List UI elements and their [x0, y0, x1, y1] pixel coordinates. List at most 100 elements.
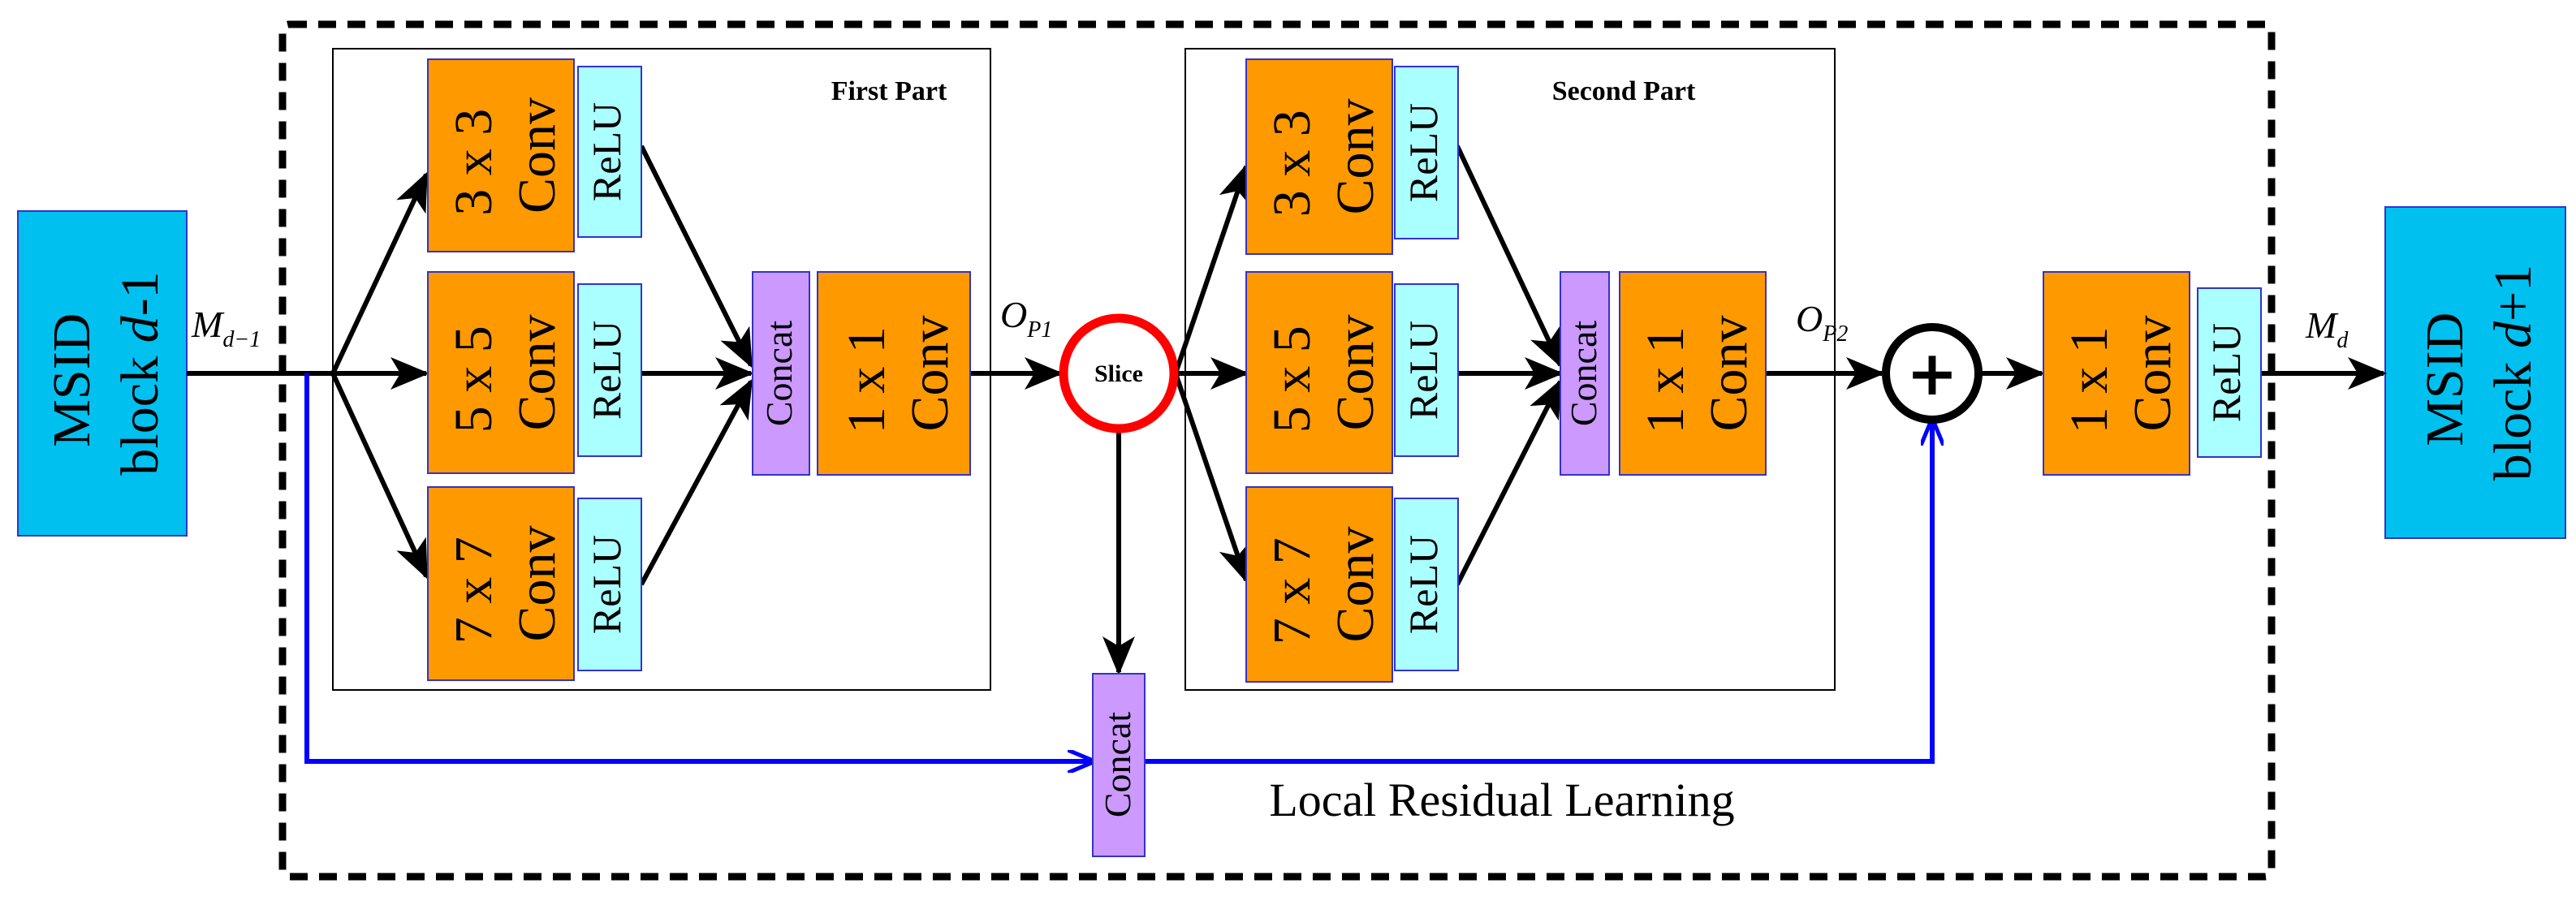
fp-conv-1x1-label: Conv — [900, 315, 960, 431]
fp-fuse: Concat 1 x 1 Conv — [752, 271, 971, 476]
first-part-title: First Part — [831, 76, 947, 106]
fp-concat: Concat — [758, 321, 800, 427]
fp-relu-3-box — [577, 498, 642, 671]
final-conv-size: 1 x 1 — [2060, 326, 2119, 433]
connections — [187, 144, 2387, 675]
msid-output-prefix: block — [2483, 348, 2543, 481]
fp-conv-1x1-text: 1 x 1 Conv — [837, 313, 960, 434]
sp-conv-5x5: 5 x 5 Conv ReLU — [1245, 271, 1459, 474]
second-part-title: Second Part — [1552, 76, 1696, 106]
residual-label: Local Residual Learning — [1269, 774, 1734, 826]
fp-conv-3x3-box — [427, 58, 575, 252]
sp-relu-2-box — [1394, 283, 1459, 457]
fp-conv-3x3-size: 3 x 3 — [444, 109, 503, 216]
final-relu: ReLU — [2203, 323, 2249, 422]
sp-conv-7x7-text: 7 x 7 Conv — [1262, 524, 1385, 645]
fp-conv-1x1-size: 1 x 1 — [837, 326, 896, 433]
msid-output-var: d — [2483, 321, 2543, 348]
sp-concat: Concat — [1563, 321, 1604, 427]
msid-input-suffix: -1 — [110, 271, 170, 316]
msid-block-boundary — [278, 20, 2276, 881]
sp-merge-top — [1455, 144, 1563, 369]
msid-input-prefix: block — [110, 343, 170, 475]
sp-relu-2: ReLU — [1400, 321, 1446, 420]
fp-conv-7x7-label: Conv — [507, 525, 567, 641]
residual-to-sum — [1145, 420, 1932, 764]
msid-input-box — [17, 210, 188, 537]
sum-node: + — [1882, 323, 1983, 424]
fp-relu-2: ReLU — [584, 321, 629, 420]
residual-to-concat — [304, 373, 1093, 761]
fp-conv-5x5-size: 5 x 5 — [444, 325, 503, 433]
fp-conv-7x7: 7 x 7 Conv ReLU — [427, 486, 642, 681]
msid-output-line1: MSID — [2415, 313, 2475, 446]
final-conv-text: 1 x 1 Conv — [2060, 313, 2182, 434]
fp-conv-3x3: 3 x 3 Conv ReLU — [427, 58, 642, 252]
fp-conv-5x5-text: 5 x 5 Conv — [444, 313, 567, 433]
sp-branch-3x3 — [1173, 163, 1250, 374]
sum-symbol: + — [1906, 337, 1958, 409]
sp-merge-bot — [1455, 378, 1563, 586]
final-conv-box — [2043, 271, 2190, 476]
msid-input-text: MSID block d-1 — [42, 271, 170, 475]
signal-m-in: Md−1 — [191, 304, 261, 352]
fp-conv-3x3-label: Conv — [507, 97, 567, 213]
fp-conv-5x5-label: Conv — [507, 314, 567, 430]
fp-relu-3: ReLU — [584, 535, 629, 634]
bottom-concat-label: Concat — [1097, 712, 1138, 818]
bottom-concat-box — [1092, 673, 1146, 857]
sp-conv-1x1-text: 1 x 1 Conv — [1636, 313, 1758, 434]
fp-relu-1-box — [577, 66, 642, 238]
bottom-concat: Concat — [1092, 673, 1146, 857]
msid-output-line2: block d+1 — [2483, 265, 2543, 481]
fp-conv-7x7-size: 7 x 7 — [444, 537, 503, 644]
msid-input-line1: MSID — [42, 313, 101, 447]
second-part-frame — [1184, 48, 1836, 691]
final-relu-box — [2197, 287, 2262, 458]
signal-m-out: Md — [2305, 304, 2349, 353]
fp-relu-2-box — [577, 283, 642, 457]
fp-merge-top — [639, 144, 753, 369]
sp-relu-3: ReLU — [1400, 535, 1446, 634]
final-conv: 1 x 1 Conv ReLU — [2043, 271, 2262, 476]
final-conv-label: Conv — [2123, 315, 2182, 431]
fp-relu-1: ReLU — [584, 102, 629, 201]
slice-ring — [1059, 313, 1179, 433]
sp-conv-7x7-label: Conv — [1326, 526, 1385, 642]
slice-label: Slice — [1094, 360, 1143, 387]
msid-input-var: d — [110, 315, 170, 343]
sp-conv-3x3-box — [1245, 58, 1393, 255]
sp-conv-1x1-box — [1619, 271, 1767, 476]
fp-merge-bot — [639, 378, 753, 586]
sp-conv-7x7-size: 7 x 7 — [1262, 537, 1322, 644]
fp-branch-7x7 — [330, 372, 429, 580]
msid-output-text: MSID block d+1 — [2415, 265, 2543, 481]
msid-input-block: MSID block d-1 — [17, 210, 188, 537]
sp-conv-5x5-label: Conv — [1326, 314, 1385, 430]
residual-path — [304, 373, 1932, 764]
sum-circle — [1882, 323, 1983, 424]
sp-conv-3x3-label: Conv — [1326, 98, 1385, 214]
sp-conv-3x3-size: 3 x 3 — [1262, 110, 1322, 217]
sp-conv-1x1-label: Conv — [1699, 315, 1758, 431]
sp-relu-1-box — [1394, 66, 1459, 239]
msid-input-line2: block d-1 — [110, 271, 170, 475]
fp-conv-1x1-box — [817, 271, 971, 476]
fp-conv-3x3-text: 3 x 3 Conv — [444, 95, 567, 216]
sp-fuse: Concat 1 x 1 Conv — [1560, 271, 1767, 476]
msid-output-suffix: +1 — [2483, 265, 2543, 321]
sp-conv-7x7-box — [1245, 486, 1393, 683]
msid-output-block: MSID block d+1 — [2384, 206, 2566, 539]
fp-conv-5x5-box — [427, 271, 575, 474]
sp-conv-7x7: 7 x 7 Conv ReLU — [1245, 486, 1459, 683]
sp-branch-7x7 — [1173, 373, 1250, 584]
sp-conv-5x5-text: 5 x 5 Conv — [1262, 313, 1385, 433]
fp-conv-5x5: 5 x 5 Conv ReLU — [427, 271, 642, 474]
sp-conv-3x3-text: 3 x 3 Conv — [1262, 97, 1385, 218]
sp-relu-3-box — [1394, 498, 1459, 671]
first-part-convs: 3 x 3 Conv ReLU 5 x 5 Conv ReLU 7 x 7 Co… — [427, 58, 971, 681]
fp-conv-7x7-text: 7 x 7 Conv — [444, 524, 567, 644]
fp-concat-box — [752, 271, 810, 476]
slice-node: Slice — [1059, 313, 1179, 433]
